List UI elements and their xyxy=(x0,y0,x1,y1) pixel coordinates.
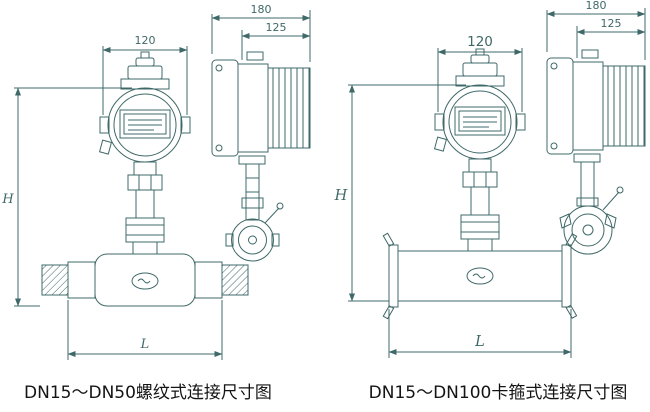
right-meter-head xyxy=(434,48,526,160)
left-dim-125-label: 125 xyxy=(266,21,287,34)
right-ferrule-left xyxy=(388,244,399,308)
left-thread-end-left xyxy=(41,264,69,296)
right-dim-120: 120 xyxy=(437,34,523,112)
right-diagram: 120 H L xyxy=(334,0,646,403)
left-diagram: 120 H L xyxy=(1,3,311,403)
right-pipe-body xyxy=(382,232,578,320)
right-dim-120-label: 120 xyxy=(467,34,493,50)
right-side-housing xyxy=(546,49,646,155)
left-dim-120-label: 120 xyxy=(135,34,156,47)
right-dim-H-label: H xyxy=(334,188,348,204)
left-meter-stack xyxy=(125,161,165,255)
right-side-view: 180 125 xyxy=(546,0,646,255)
right-butterfly-clamp xyxy=(563,205,613,255)
right-dim-L: L xyxy=(388,309,572,358)
left-nameplate-logo xyxy=(131,272,159,290)
left-front-view xyxy=(41,51,249,307)
right-dim-125-label: 125 xyxy=(601,17,622,30)
left-dim-125: 125 xyxy=(241,21,311,60)
right-dim-L-label: L xyxy=(474,334,485,350)
left-side-housing xyxy=(211,51,311,157)
left-dim-180-label: 180 xyxy=(251,3,272,16)
right-ferrule-right xyxy=(561,244,572,308)
left-caption: DN15～DN50螺纹式连接尺寸图 xyxy=(24,383,272,403)
left-dim-L: L xyxy=(67,300,223,360)
left-dim-H-label: H xyxy=(1,192,14,207)
right-dim-125: 125 xyxy=(576,17,646,58)
left-dim-120: 120 xyxy=(102,34,188,115)
right-dim-180: 180 xyxy=(546,0,646,60)
right-front-view xyxy=(382,48,578,320)
right-caption: DN15～DN100卡箍式连接尺寸图 xyxy=(369,383,628,403)
left-pipe-body xyxy=(41,253,249,307)
left-dim-H: H xyxy=(1,87,132,307)
left-dim-L-label: L xyxy=(140,337,150,352)
right-dim-180-label: 180 xyxy=(586,0,607,12)
left-dim-180: 180 xyxy=(211,3,311,62)
right-meter-stack xyxy=(460,158,500,252)
left-thread-end-right xyxy=(221,264,249,296)
right-nameplate-logo xyxy=(466,267,494,285)
left-clamp-fitting xyxy=(231,218,274,262)
left-side-view: 180 125 xyxy=(211,3,311,262)
right-dim-H: H xyxy=(334,84,466,302)
left-meter-head xyxy=(99,51,191,163)
